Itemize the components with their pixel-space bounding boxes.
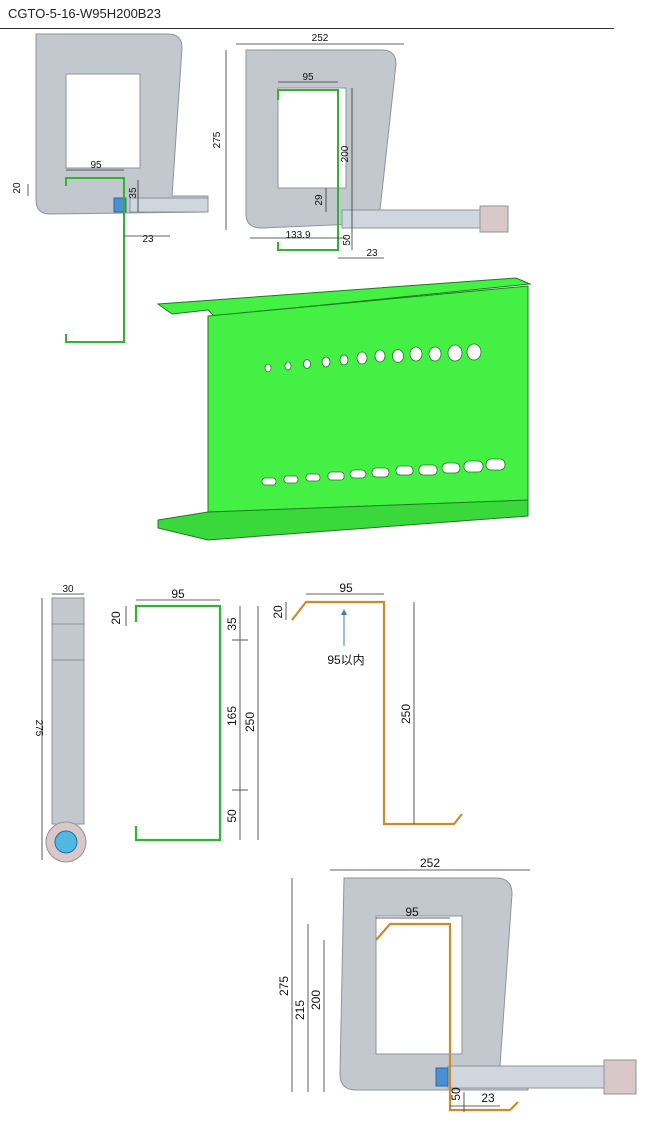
view3-dim-275: 275 bbox=[277, 976, 291, 996]
orange-dim-250: 250 bbox=[399, 704, 413, 724]
channel-bottom-flange bbox=[157, 499, 529, 541]
green-dim-95: 95 bbox=[171, 587, 185, 601]
orange-profile-3 bbox=[375, 922, 519, 1112]
side-screw-core bbox=[54, 830, 78, 854]
page-title: CGTO-5-16-W95H200B23 bbox=[8, 6, 161, 21]
green-section: 95 20 35 165 250 50 bbox=[109, 587, 259, 842]
view2-dim-50: 50 bbox=[342, 234, 353, 246]
view3-dim-95: 95 bbox=[405, 905, 419, 919]
view1-dim-35: 35 bbox=[128, 187, 139, 199]
green-dim-35: 35 bbox=[225, 617, 239, 631]
view3-dim-23: 23 bbox=[481, 1091, 495, 1105]
green-dim-165: 165 bbox=[225, 706, 239, 726]
orange-profile-section bbox=[291, 600, 463, 826]
view1-dim-23: 23 bbox=[142, 234, 154, 245]
clamp-jaw-pad bbox=[435, 1067, 449, 1087]
orange-section: 95 20 95以内 250 bbox=[271, 581, 463, 826]
orange-note: 95以内 bbox=[327, 653, 364, 667]
clamp-screw bbox=[447, 1065, 617, 1089]
view2-dim-95: 95 bbox=[302, 72, 314, 83]
green-profile-1 bbox=[65, 177, 125, 343]
channel-round-holes bbox=[264, 343, 482, 373]
view3-dim-215: 215 bbox=[293, 1000, 307, 1020]
view1-width-95: 95 bbox=[90, 160, 102, 171]
green-dim-20: 20 bbox=[109, 611, 123, 625]
green-dim-250: 250 bbox=[243, 712, 257, 732]
clamp-knob bbox=[479, 205, 509, 233]
green-dim-50: 50 bbox=[225, 809, 239, 823]
title-rule bbox=[0, 28, 614, 29]
green-profile-2 bbox=[277, 89, 339, 251]
channel-web bbox=[207, 285, 529, 531]
clamp-screw bbox=[129, 197, 209, 213]
side-dim-30: 30 bbox=[62, 584, 74, 595]
clamp-frame bbox=[339, 877, 529, 1091]
view2-dim-23: 23 bbox=[366, 248, 378, 259]
clamp-view-1: 95 20 35 23 bbox=[12, 33, 209, 343]
view2-dim-252: 252 bbox=[312, 33, 329, 44]
clamp-knob bbox=[603, 1059, 637, 1095]
clamp-view-2: 252 275 95 200 29 133.9 50 23 bbox=[212, 33, 509, 259]
view3-dim-200: 200 bbox=[309, 990, 323, 1010]
channel-slot-holes bbox=[261, 458, 506, 486]
clamp-view-3: 252 95 275 215 200 50 23 bbox=[277, 856, 637, 1112]
orange-dim-95: 95 bbox=[339, 581, 353, 595]
orange-dim-20: 20 bbox=[271, 605, 285, 619]
view2-dim-133-9: 133.9 bbox=[285, 230, 310, 241]
green-channel-3d bbox=[156, 277, 532, 541]
view2-dim-29: 29 bbox=[314, 194, 325, 206]
green-profile-section bbox=[134, 604, 222, 842]
side-body bbox=[51, 597, 85, 825]
clamp-frame bbox=[35, 33, 209, 215]
view2-dim-200: 200 bbox=[340, 145, 351, 162]
clamp-screw bbox=[341, 209, 493, 229]
view3-dim-50: 50 bbox=[449, 1087, 463, 1101]
view1-dim-20: 20 bbox=[12, 182, 23, 194]
side-dim-275: 275 bbox=[33, 720, 44, 737]
clamp-frame bbox=[245, 49, 405, 229]
view2-dim-275: 275 bbox=[212, 131, 223, 148]
view3-dim-252: 252 bbox=[420, 856, 440, 870]
clamp-side-view: 30 275 bbox=[33, 584, 87, 863]
